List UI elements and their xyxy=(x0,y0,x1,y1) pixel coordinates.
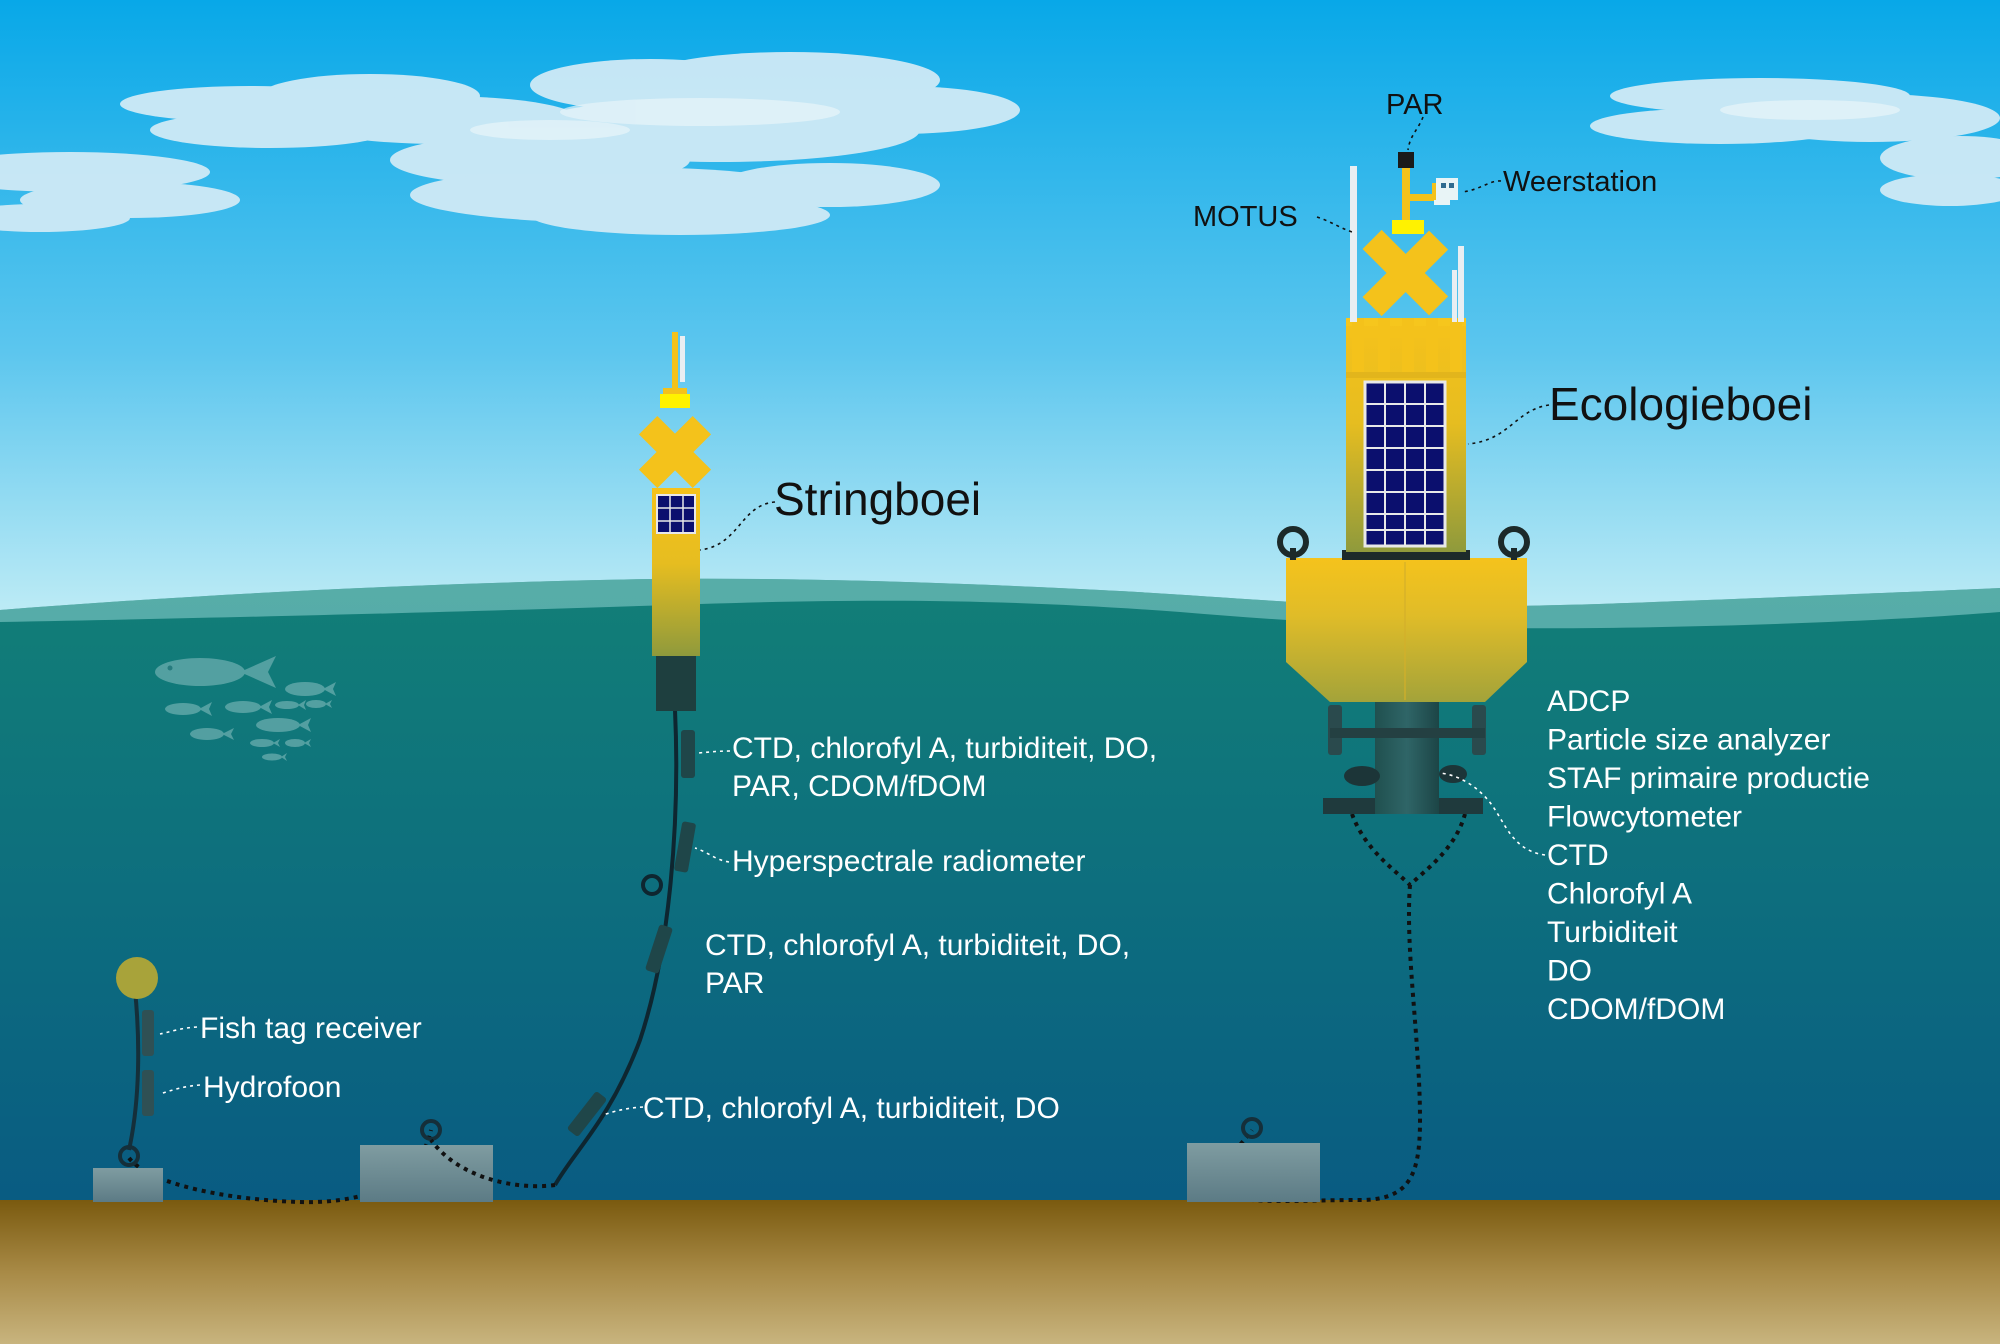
ecologie-sensor-item: Chlorofyl A xyxy=(1547,878,1692,911)
ecologieboei-label: Ecologieboei xyxy=(1549,378,1812,430)
string-sensor-1-label: CTD, chlorofyl A, turbiditeit, DO, PAR, … xyxy=(732,732,1165,803)
string-sensor-4 xyxy=(567,1091,607,1137)
hydrofoon-device xyxy=(142,1070,154,1116)
fish-tag-receiver-label: Fish tag receiver xyxy=(200,1012,422,1045)
hydrofoon-label: Hydrofoon xyxy=(203,1071,341,1104)
anchor-block-left xyxy=(93,1168,163,1202)
seabed xyxy=(0,1200,2000,1344)
par-sensor-icon xyxy=(1398,152,1414,168)
solar-panel-small xyxy=(656,494,696,534)
ecologieboei-buoy xyxy=(1187,152,1530,1203)
ecologie-sensor-item: CDOM/fDOM xyxy=(1547,993,1725,1026)
string-sensor-2-label: Hyperspectrale radiometer xyxy=(732,845,1085,878)
par-label: PAR xyxy=(1386,89,1443,121)
ecologie-sensor-item: Particle size analyzer xyxy=(1547,724,1830,757)
weerstation-label: Weerstation xyxy=(1503,166,1657,198)
motus-antenna-icon xyxy=(1350,166,1357,322)
ecologie-sensor-item: Turbiditeit xyxy=(1547,916,1678,949)
string-sensor-1 xyxy=(681,730,695,778)
weather-station-icon xyxy=(1436,178,1458,200)
stringboei-label: Stringboei xyxy=(774,473,981,525)
ecologie-sensor-list: ADCP Particle size analyzer STAF primair… xyxy=(1547,685,1878,1026)
ecologie-sensor-item: STAF primaire productie xyxy=(1547,762,1870,795)
fish-tag-mooring xyxy=(93,957,493,1205)
string-sensor-3-label: CTD, chlorofyl A, turbiditeit, DO, PAR xyxy=(705,929,1138,1000)
day-mark-x-large-icon xyxy=(1362,229,1449,317)
leader-lines xyxy=(159,116,1550,1116)
ecologie-sensor-item: ADCP xyxy=(1547,685,1630,718)
string-sensor-4-label: CTD, chlorofyl A, turbiditeit, DO xyxy=(643,1092,1060,1125)
day-mark-x-icon xyxy=(638,415,712,489)
fish-tag-receiver-device xyxy=(142,1010,154,1056)
string-sensor-3-line-2: PAR xyxy=(705,967,764,1000)
string-sensor-1-line-2: PAR, CDOM/fDOM xyxy=(732,770,986,803)
fish-school-icon xyxy=(155,656,336,761)
anchor-block-right xyxy=(1187,1143,1320,1202)
motus-label: MOTUS xyxy=(1193,201,1298,233)
sea xyxy=(0,578,2000,1210)
clouds xyxy=(0,52,2000,235)
string-sensor-4-line-1: CTD, chlorofyl A, turbiditeit, DO xyxy=(643,1092,1060,1125)
float-ball-icon xyxy=(116,957,158,999)
string-sensor-3 xyxy=(645,924,673,974)
ecologie-sensor-item: DO xyxy=(1547,955,1592,988)
string-sensor-2-line-1: Hyperspectrale radiometer xyxy=(732,845,1085,878)
stringboei-buoy xyxy=(429,332,712,1189)
anchor-block-mid xyxy=(360,1145,493,1202)
string-sensor-1-line-1: CTD, chlorofyl A, turbiditeit, DO, xyxy=(732,732,1157,765)
ecologie-sensor-item: Flowcytometer xyxy=(1547,801,1742,834)
string-sensor-2 xyxy=(674,821,696,873)
ecologie-sensor-item: CTD xyxy=(1547,839,1609,872)
string-sensor-3-line-1: CTD, chlorofyl A, turbiditeit, DO, xyxy=(705,929,1130,962)
